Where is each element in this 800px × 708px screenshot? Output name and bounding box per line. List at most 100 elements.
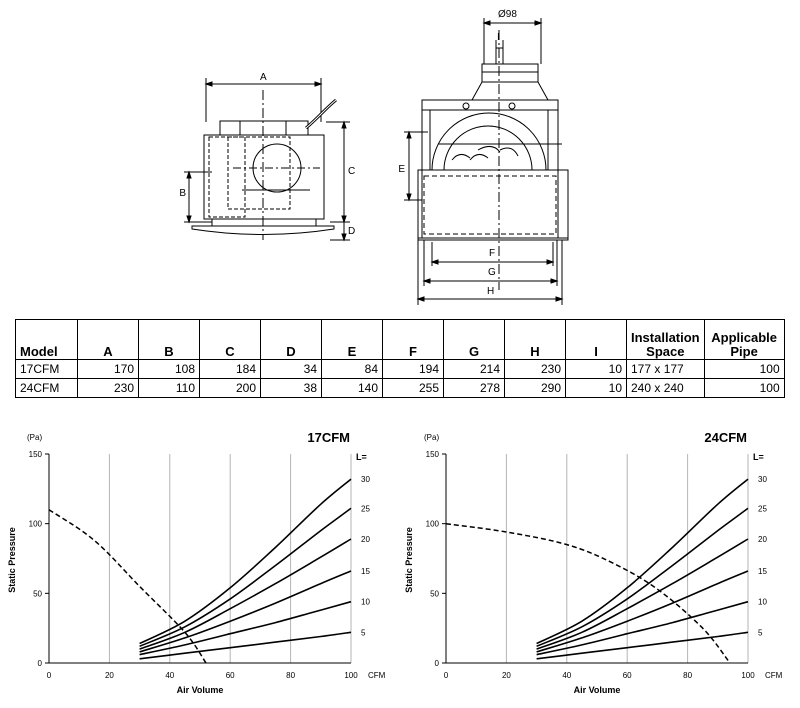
- dim-label-g: G: [488, 267, 496, 278]
- table-cell: 10: [565, 359, 627, 379]
- y-tick-label: 0: [38, 659, 43, 668]
- fan-curve-line: [48, 509, 207, 664]
- series-label: 20: [361, 535, 370, 544]
- header-c: C: [199, 319, 261, 360]
- y-tick-label: 50: [430, 589, 439, 598]
- table-cell: 34: [260, 359, 322, 379]
- series-line-5: [536, 631, 749, 660]
- dim-label-pipe: Ø98: [498, 9, 517, 20]
- header-g: G: [443, 319, 505, 360]
- x-unit-label: CFM: [368, 671, 386, 680]
- series-label: 25: [361, 504, 370, 513]
- header-h: H: [504, 319, 566, 360]
- series-line-15: [536, 570, 749, 653]
- x-tick-label: 80: [286, 671, 295, 680]
- table-cell: 17CFM: [15, 359, 78, 379]
- table-cell: 24CFM: [15, 378, 78, 398]
- series-label: 5: [361, 628, 366, 637]
- y-axis-title: Static Pressure: [7, 527, 17, 593]
- header-f: F: [382, 319, 444, 360]
- table-cell: 240 x 240: [626, 378, 705, 398]
- table-cell: 10: [565, 378, 627, 398]
- table-cell: 214: [443, 359, 505, 379]
- dim-label-h: H: [487, 286, 494, 297]
- table-cell: 100: [703, 359, 785, 379]
- series-line-20: [139, 538, 352, 650]
- table-cell: 194: [382, 359, 444, 379]
- x-axis-title: Air Volume: [574, 685, 621, 695]
- x-tick-label: 100: [344, 671, 358, 680]
- table-cell: 170: [77, 359, 139, 379]
- x-axis-title: Air Volume: [177, 685, 224, 695]
- chart-24cfm: 24CFM (Pa) L= Air Volume CFM Static Pres…: [404, 430, 783, 695]
- header-a: A: [77, 319, 139, 360]
- table-cell: 200: [199, 378, 261, 398]
- y-unit-label: (Pa): [27, 433, 42, 442]
- table-cell: 255: [382, 378, 444, 398]
- series-label: 30: [758, 475, 767, 484]
- chart-17cfm: 17CFM (Pa) L= Air Volume CFM Static Pres…: [7, 430, 386, 695]
- dim-label-b: B: [179, 188, 186, 199]
- spec-table-header-row: Model A B C D E F G H I Installation Spa…: [15, 319, 785, 360]
- table-cell: 38: [260, 378, 322, 398]
- x-tick-label: 20: [105, 671, 114, 680]
- table-cell: 278: [443, 378, 505, 398]
- curve-label-header: L=: [753, 452, 764, 462]
- y-tick-label: 150: [29, 450, 43, 459]
- header-b: B: [138, 319, 200, 360]
- side-view-drawing: [184, 78, 350, 242]
- series-label: 15: [758, 567, 767, 576]
- series-label: 20: [758, 535, 767, 544]
- series-line-25: [536, 507, 749, 648]
- y-tick-label: 50: [33, 589, 42, 598]
- series-line-5: [139, 631, 352, 660]
- table-cell: 140: [321, 378, 383, 398]
- table-cell: 230: [504, 359, 566, 379]
- dimension-drawings: A B C D E F G H I Ø98: [179, 9, 569, 305]
- table-row: 17CFM 170 108 184 34 84 194 214 230 10 1…: [15, 359, 785, 379]
- series-label: 25: [758, 504, 767, 513]
- series-label: 5: [758, 628, 763, 637]
- dim-label-d: D: [348, 226, 355, 237]
- x-unit-label: CFM: [765, 671, 783, 680]
- series-label: 10: [758, 598, 767, 607]
- series-line-15: [139, 570, 352, 653]
- series-line-10: [139, 600, 352, 656]
- table-cell: 230: [77, 378, 139, 398]
- series-line-30: [536, 478, 749, 645]
- front-view-drawing: [404, 18, 569, 305]
- spec-table: Model A B C D E F G H I Installation Spa…: [15, 319, 785, 398]
- header-model: Model: [15, 319, 78, 360]
- table-cell: 290: [504, 378, 566, 398]
- dim-label-e: E: [398, 164, 405, 175]
- table-row: 24CFM 230 110 200 38 140 255 278 290 10 …: [15, 378, 785, 398]
- table-cell: 184: [199, 359, 261, 379]
- header-i: I: [565, 319, 627, 360]
- header-e: E: [321, 319, 383, 360]
- series-label: 30: [361, 475, 370, 484]
- y-tick-label: 150: [426, 450, 440, 459]
- curve-label-header: L=: [356, 452, 367, 462]
- series-line-30: [139, 478, 352, 645]
- series-line-10: [536, 600, 749, 656]
- x-tick-label: 60: [226, 671, 235, 680]
- table-cell: 177 x 177: [626, 359, 705, 379]
- x-tick-label: 40: [562, 671, 571, 680]
- dim-label-f: F: [489, 248, 495, 259]
- chart-title: 17CFM: [307, 430, 350, 445]
- x-tick-label: 80: [683, 671, 692, 680]
- x-tick-label: 60: [623, 671, 632, 680]
- y-tick-label: 0: [435, 659, 440, 668]
- fan-curve-line: [445, 522, 731, 664]
- x-tick-label: 40: [165, 671, 174, 680]
- series-label: 15: [361, 567, 370, 576]
- series-line-25: [139, 507, 352, 648]
- dim-label-i: I: [497, 32, 500, 43]
- table-cell: 100: [703, 378, 785, 398]
- series-line-20: [536, 538, 749, 650]
- dim-label-a: A: [260, 72, 267, 83]
- dim-label-c: C: [348, 166, 355, 177]
- header-applicable-pipe: Applicable Pipe: [703, 319, 785, 360]
- table-cell: 108: [138, 359, 200, 379]
- x-tick-label: 20: [502, 671, 511, 680]
